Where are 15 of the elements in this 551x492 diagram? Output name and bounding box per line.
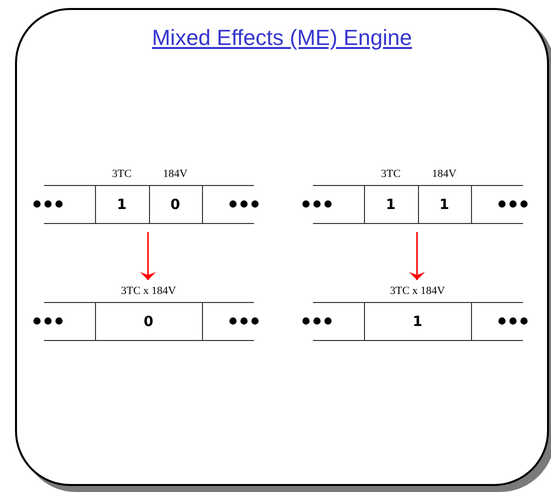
- bit-value: 1: [439, 196, 450, 212]
- arrow: [140, 232, 156, 280]
- cell-heading: 3TC: [112, 167, 132, 181]
- bit-value: 0: [144, 314, 154, 330]
- cell-heading: 3TC: [380, 167, 401, 181]
- cell-heading: 3TC x 184V: [121, 284, 176, 298]
- cell-heading: 184V: [432, 167, 456, 181]
- bit-value: 1: [386, 196, 396, 212]
- bit-value: 1: [116, 196, 127, 212]
- bit-value: 0: [170, 196, 180, 212]
- arrow: [409, 232, 425, 280]
- cell-heading: 184V: [163, 167, 188, 181]
- title: Mixed Effects (ME) Engine: [152, 24, 412, 52]
- bit-value: 1: [412, 314, 422, 330]
- cell-heading: 3TC x 184V: [390, 284, 445, 298]
